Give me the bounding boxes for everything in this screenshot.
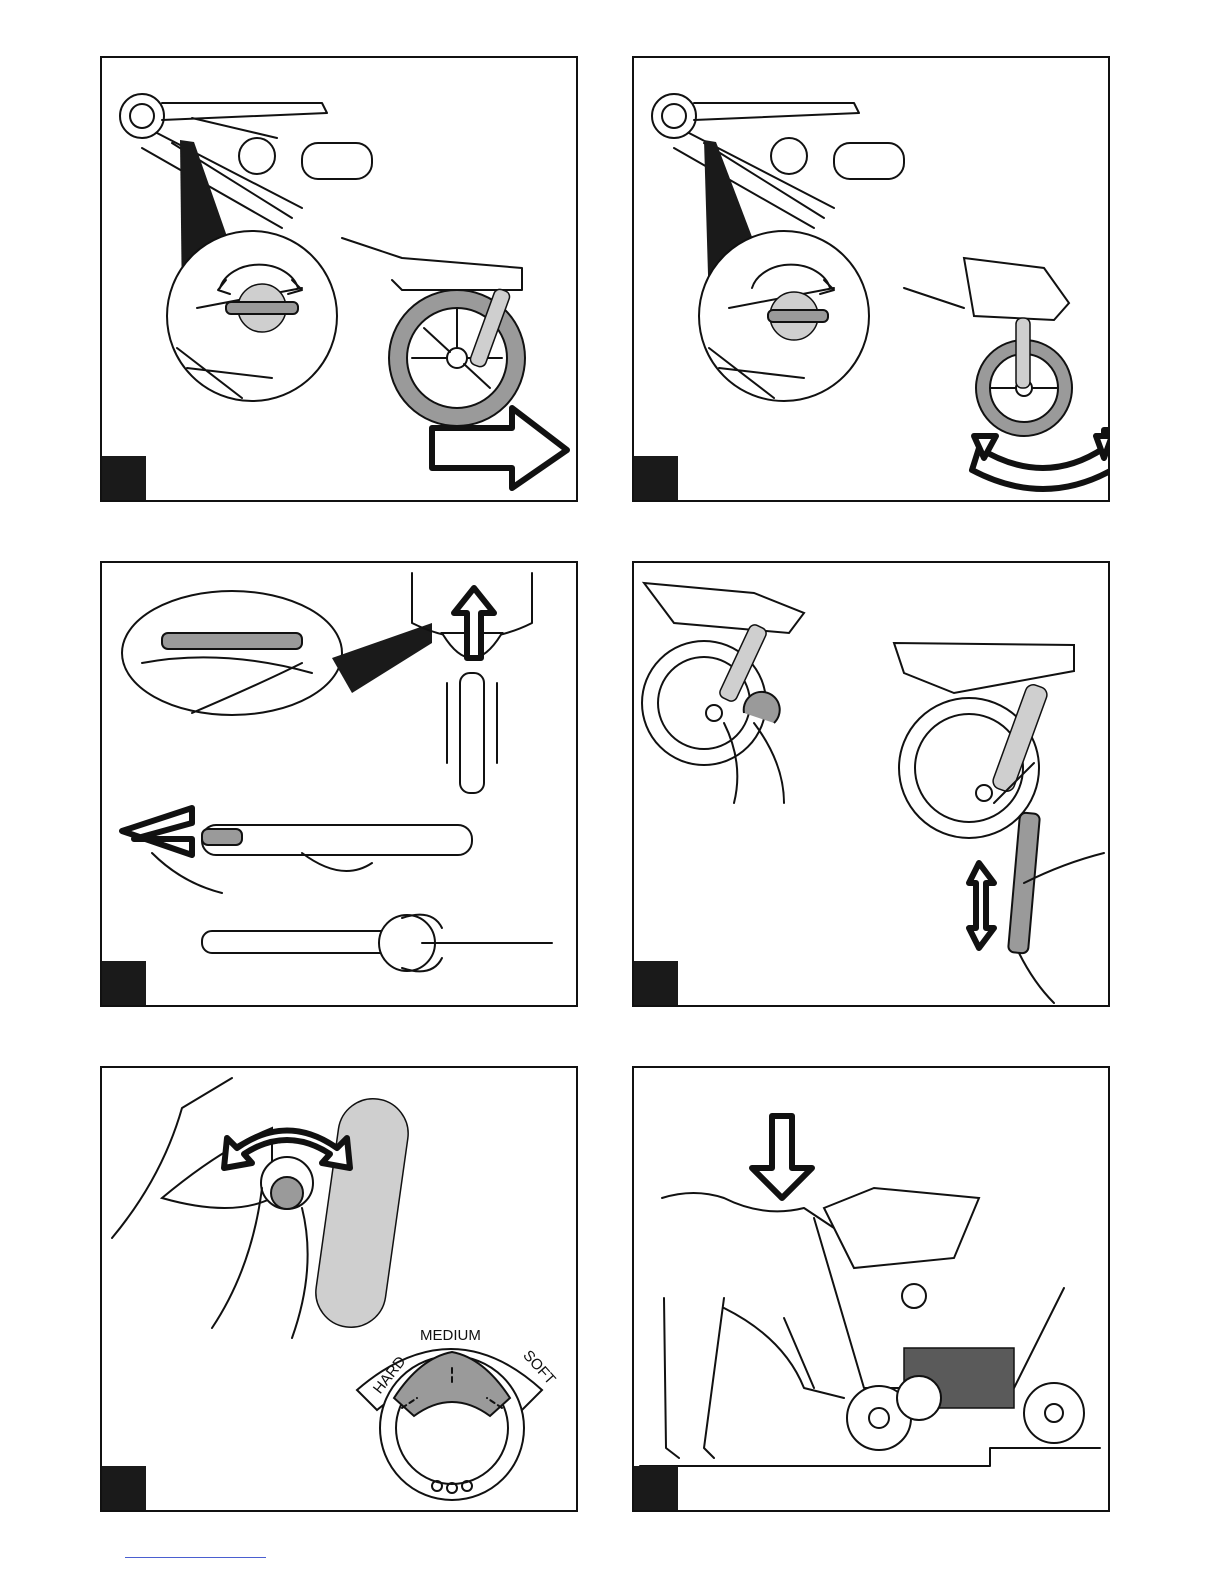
step-badge-1 xyxy=(102,456,146,500)
illustration-tire-inflation xyxy=(634,563,1108,1005)
illustration-suspension-adjust: HARD MEDIUM SOFT xyxy=(102,1068,576,1510)
illustration-wheel-locked xyxy=(102,58,576,500)
illustration-wheel-swivel xyxy=(634,58,1108,500)
dial-label-medium: MEDIUM xyxy=(420,1327,481,1344)
step-badge-4 xyxy=(634,961,678,1005)
step-badge-2 xyxy=(634,456,678,500)
step-badge-6 xyxy=(634,1466,678,1510)
panel-2-wheel-swivel xyxy=(632,56,1110,502)
step-badge-3 xyxy=(102,961,146,1005)
panel-6-curb-tilt xyxy=(632,1066,1110,1512)
footer-link-underline[interactable] xyxy=(125,1557,266,1558)
panel-1-wheel-lock xyxy=(100,56,578,502)
illustration-pump-removal xyxy=(102,563,576,1005)
panel-4-inflate-tire xyxy=(632,561,1110,1007)
panel-3-remove-pump xyxy=(100,561,578,1007)
illustration-curb-climb xyxy=(634,1068,1108,1510)
panel-5-suspension-dial: HARD MEDIUM SOFT xyxy=(100,1066,578,1512)
step-badge-5 xyxy=(102,1466,146,1510)
